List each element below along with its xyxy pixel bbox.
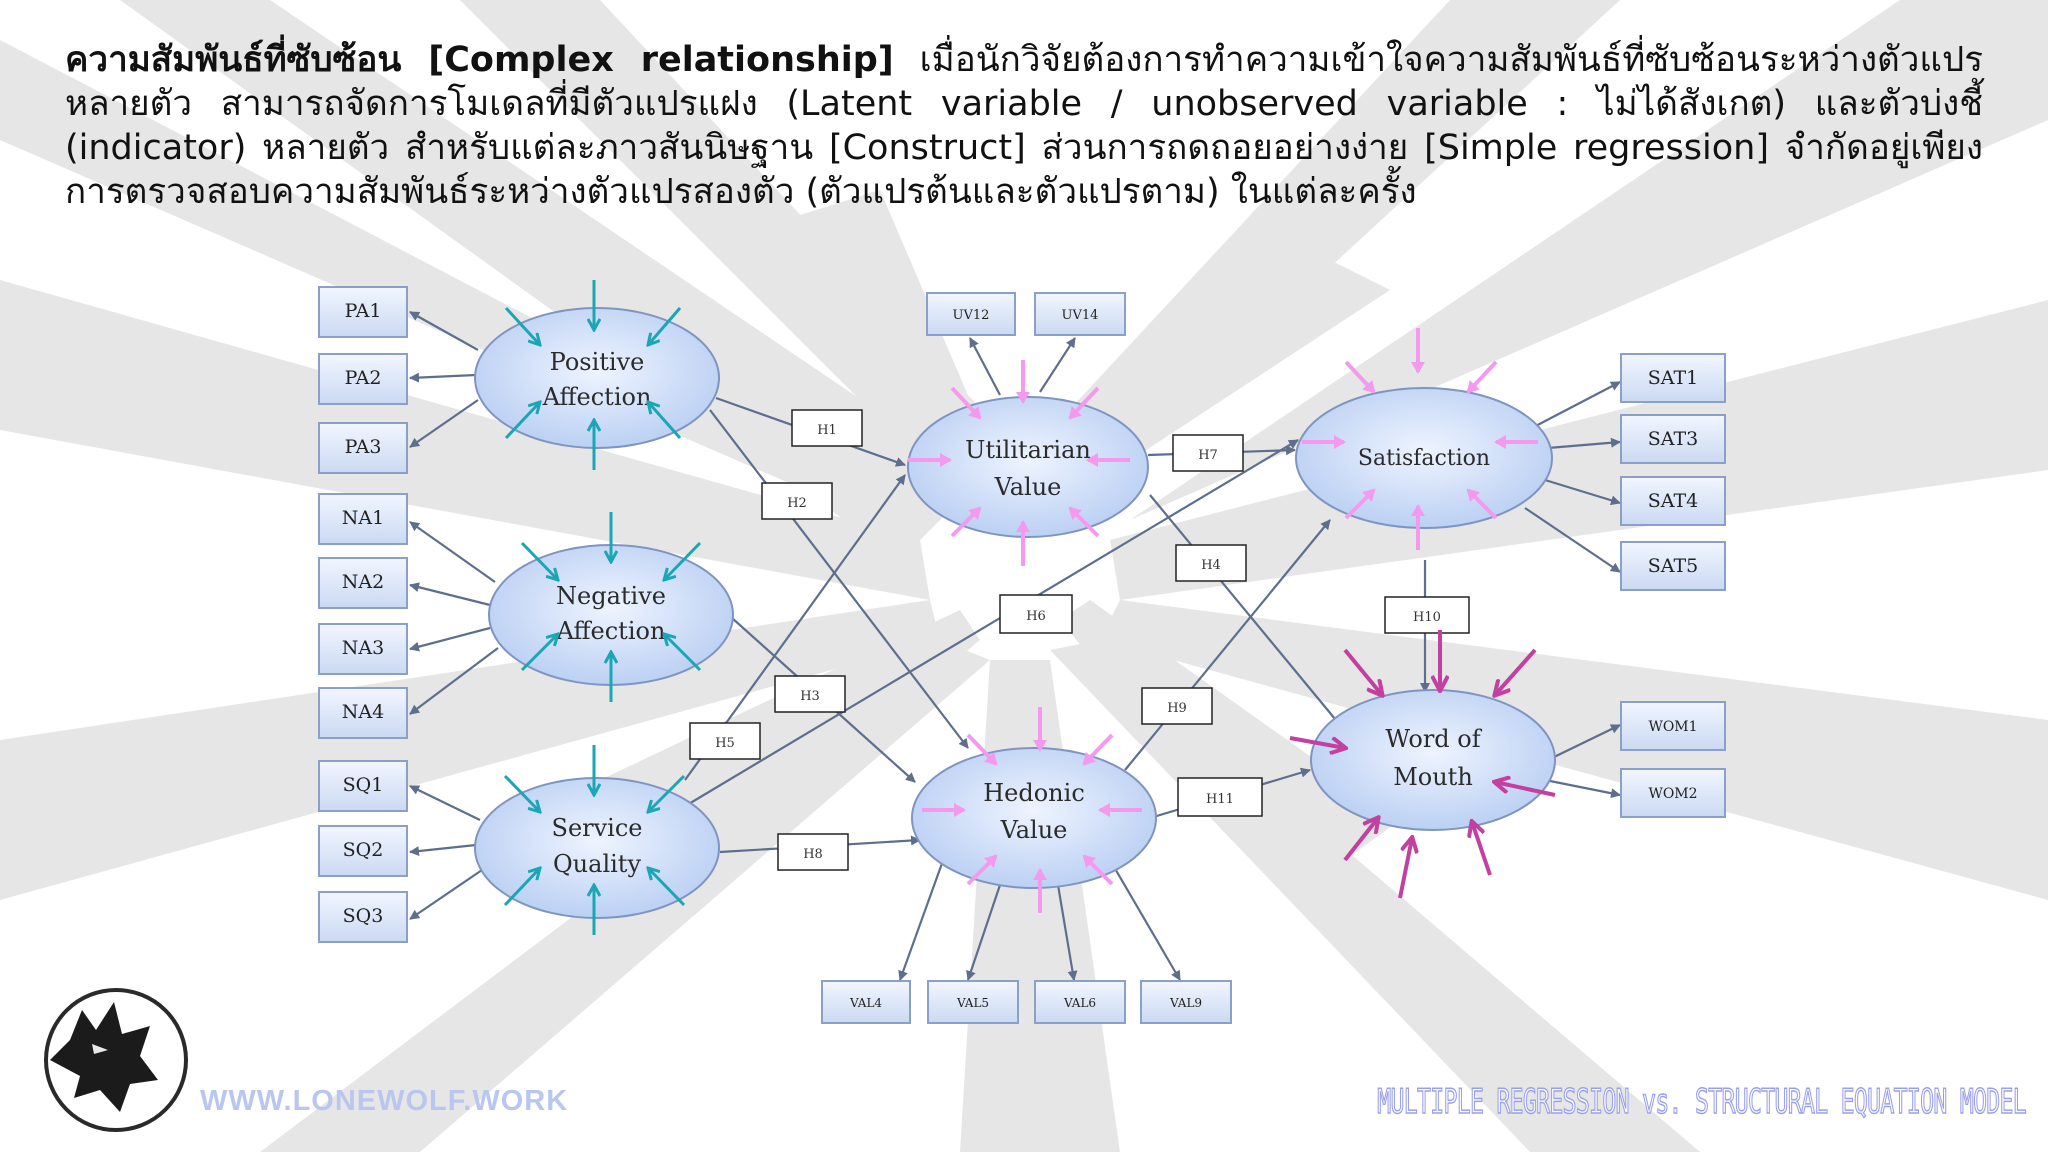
intro-heading: ความสัมพันธ์ที่ซับซ้อน [Complex relation… <box>65 40 894 80</box>
indicator-na4: NA4 <box>318 687 408 739</box>
intro-body: เมื่อนักวิจัยต้องการทำความเข้าใจความสัมพ… <box>65 40 1983 212</box>
hypothesis-label-h7: H7 <box>1172 434 1244 472</box>
indicator-na1: NA1 <box>318 493 408 545</box>
svg-text:SAT4: SAT4 <box>1648 490 1698 512</box>
svg-text:H7: H7 <box>1198 448 1218 463</box>
svg-text:PA2: PA2 <box>345 367 382 389</box>
indicator-pa3: PA3 <box>318 422 408 474</box>
svg-text:H4: H4 <box>1201 558 1221 573</box>
svg-text:VAL4: VAL4 <box>849 996 882 1010</box>
wolf-logo <box>44 988 188 1132</box>
svg-text:H8: H8 <box>803 847 823 862</box>
intro-paragraph: ความสัมพันธ์ที่ซับซ้อน [Complex relation… <box>65 38 1983 214</box>
indicator-na2: NA2 <box>318 557 408 609</box>
indicator-sat5: SAT5 <box>1620 541 1726 591</box>
hypothesis-label-h5: H5 <box>689 722 761 760</box>
svg-text:WOM1: WOM1 <box>1648 719 1697 735</box>
latent-utilitarian-value: Utilitarian Value <box>907 396 1149 538</box>
svg-text:Mouth: Mouth <box>1393 763 1473 791</box>
indicator-sq2: SQ2 <box>318 825 408 877</box>
indicator-pa2: PA2 <box>318 353 408 405</box>
svg-text:Hedonic: Hedonic <box>983 779 1085 807</box>
svg-text:H10: H10 <box>1413 610 1441 625</box>
indicator-boxes: PA1 PA2 PA3 NA1 NA2 NA3 NA4 SQ1 SQ2 SQ3 … <box>318 286 1726 1024</box>
hypothesis-label-h6: H6 <box>999 594 1073 634</box>
svg-text:Affection: Affection <box>556 617 666 645</box>
svg-text:UV14: UV14 <box>1062 308 1099 323</box>
indicator-sq1: SQ1 <box>318 760 408 812</box>
svg-text:H6: H6 <box>1026 609 1046 624</box>
indicator-uv12: UV12 <box>926 292 1016 336</box>
svg-text:Value: Value <box>1000 816 1068 844</box>
svg-text:H9: H9 <box>1167 701 1187 716</box>
svg-text:SAT3: SAT3 <box>1648 428 1698 450</box>
hypothesis-label-h10: H10 <box>1384 596 1470 634</box>
svg-text:VAL5: VAL5 <box>956 996 989 1010</box>
indicator-sat4: SAT4 <box>1620 476 1726 526</box>
svg-text:Utilitarian: Utilitarian <box>965 436 1091 464</box>
indicator-uv14: UV14 <box>1034 292 1126 336</box>
indicator-val9: VAL9 <box>1140 980 1232 1024</box>
latent-positive-affection: Positive Affection <box>474 307 720 449</box>
svg-text:SAT1: SAT1 <box>1648 367 1698 389</box>
svg-text:H3: H3 <box>800 689 820 704</box>
svg-text:Value: Value <box>994 473 1062 501</box>
latent-hedonic-value: Hedonic Value <box>911 747 1157 889</box>
magenta-arrows <box>1289 630 1556 899</box>
svg-text:UV12: UV12 <box>953 308 990 323</box>
hypothesis-label-h11: H11 <box>1177 777 1263 817</box>
svg-text:NA1: NA1 <box>342 507 384 529</box>
svg-text:VAL6: VAL6 <box>1063 996 1096 1010</box>
svg-text:VAL9: VAL9 <box>1169 996 1202 1010</box>
svg-text:PA1: PA1 <box>345 300 382 322</box>
indicator-val4: VAL4 <box>821 980 911 1024</box>
teal-arrows <box>503 280 702 935</box>
svg-text:NA2: NA2 <box>342 571 384 593</box>
svg-text:Positive: Positive <box>550 348 645 376</box>
indicator-wom1: WOM1 <box>1620 701 1726 751</box>
svg-text:PA3: PA3 <box>345 436 382 458</box>
svg-text:SQ2: SQ2 <box>343 839 384 861</box>
hypothesis-label-h9: H9 <box>1141 687 1213 725</box>
svg-text:SQ1: SQ1 <box>343 774 384 796</box>
svg-text:Affection: Affection <box>542 383 652 411</box>
svg-text:H1: H1 <box>817 423 837 438</box>
hypothesis-label-h1: H1 <box>791 409 863 447</box>
indicator-val5: VAL5 <box>927 980 1019 1024</box>
svg-text:Satisfaction: Satisfaction <box>1358 446 1490 471</box>
indicator-sat3: SAT3 <box>1620 414 1726 464</box>
svg-text:Quality: Quality <box>553 850 641 878</box>
svg-text:Negative: Negative <box>556 582 666 610</box>
svg-text:H11: H11 <box>1206 792 1234 807</box>
hypothesis-label-h2: H2 <box>761 482 833 520</box>
loading-arrows <box>409 311 1621 981</box>
svg-text:Service: Service <box>552 814 643 842</box>
svg-text:H5: H5 <box>715 736 735 751</box>
indicator-val6: VAL6 <box>1034 980 1126 1024</box>
svg-text:NA3: NA3 <box>342 637 384 659</box>
svg-text:SAT5: SAT5 <box>1648 555 1698 577</box>
website-url[interactable]: WWW.LONEWOLF.WORK <box>200 1085 569 1117</box>
svg-text:WOM2: WOM2 <box>1648 786 1697 802</box>
hypothesis-label-h8: H8 <box>777 833 849 871</box>
svg-text:Word of: Word of <box>1385 725 1482 753</box>
indicator-na3: NA3 <box>318 623 408 675</box>
hypothesis-labels: H1 H2 H3 H4 H5 H6 H7 H8 H9 H10 H11 <box>689 409 1470 871</box>
latent-satisfaction: Satisfaction <box>1295 387 1553 529</box>
svg-text:SQ3: SQ3 <box>343 905 384 927</box>
footer-title: MULTIPLE REGRESSION vs. STRUCTURAL EQUAT… <box>1377 1081 2027 1123</box>
svg-text:NA4: NA4 <box>342 701 384 723</box>
svg-text:H2: H2 <box>787 496 807 511</box>
indicator-sq3: SQ3 <box>318 891 408 943</box>
hypothesis-label-h4: H4 <box>1175 544 1247 582</box>
indicator-wom2: WOM2 <box>1620 768 1726 818</box>
hypothesis-label-h3: H3 <box>774 675 846 713</box>
indicator-pa1: PA1 <box>318 286 408 338</box>
pink-arrows <box>908 328 1538 913</box>
latent-word-of-mouth: Word of Mouth <box>1310 689 1556 831</box>
indicator-sat1: SAT1 <box>1620 353 1726 403</box>
